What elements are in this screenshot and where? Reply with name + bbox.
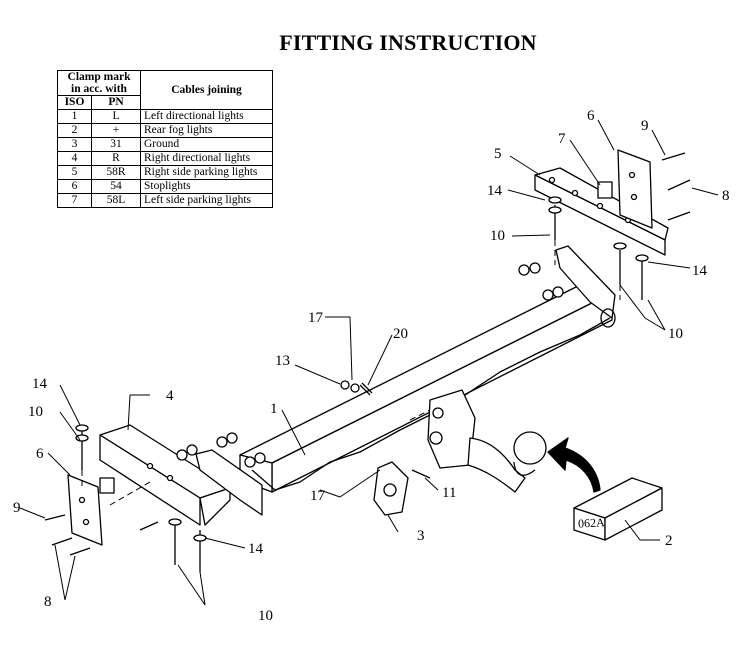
left-bracket	[99, 424, 263, 526]
label-8-left: 8	[44, 594, 52, 610]
label-20: 20	[393, 326, 408, 342]
clamp-table: Clamp mark in acc. with Cables joining I…	[57, 70, 273, 208]
label-6-left: 6	[36, 446, 44, 462]
label-14-left-bottom: 14	[248, 541, 264, 557]
label-9-left: 9	[13, 500, 21, 516]
label-10-left-bottom: 10	[258, 608, 273, 624]
pn-header: PN	[91, 95, 141, 110]
label-14-right-top: 14	[487, 183, 503, 199]
label-10-left-top: 10	[28, 404, 43, 420]
label-7: 7	[558, 131, 566, 147]
box-label: 062A	[578, 515, 606, 530]
curved-arrow	[547, 437, 601, 493]
label-10-right-bottom: 10	[668, 326, 683, 342]
label-17-bottom: 17	[310, 488, 326, 504]
tow-ball-assembly	[427, 389, 547, 493]
label-2: 2	[665, 533, 673, 549]
label-6-right: 6	[587, 108, 595, 124]
socket-plate	[373, 461, 409, 516]
label-5: 5	[494, 146, 502, 162]
bolts-right	[518, 152, 691, 301]
page-title: FITTING INSTRUCTION	[279, 30, 537, 55]
box-062a	[573, 477, 663, 541]
left-side-plate	[67, 474, 115, 546]
label-1: 1	[270, 401, 278, 417]
label-8-right: 8	[722, 188, 730, 204]
label-3: 3	[417, 528, 425, 544]
label-9-right: 9	[641, 118, 649, 134]
clamp-header: Clamp mark in acc. with	[57, 70, 141, 96]
label-14-left-top: 14	[32, 376, 48, 392]
label-14-right-bottom: 14	[692, 263, 708, 279]
right-side-plate	[597, 149, 653, 229]
label-13: 13	[275, 353, 290, 369]
bolts-left	[44, 424, 266, 572]
right-bracket	[534, 167, 669, 328]
label-11: 11	[442, 485, 456, 501]
label-4: 4	[166, 388, 174, 404]
bolts-center	[340, 380, 431, 479]
cables-header: Cables joining	[140, 70, 273, 110]
label-17-top: 17	[308, 310, 324, 326]
label-10-right-top: 10	[490, 228, 505, 244]
